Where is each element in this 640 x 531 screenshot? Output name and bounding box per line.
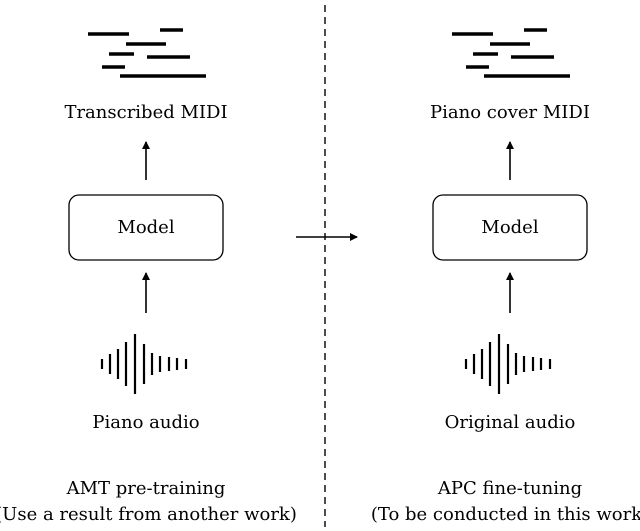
output-label: Piano cover MIDI (430, 102, 590, 123)
model-label: Model (481, 217, 538, 238)
piano-roll-icon (88, 28, 206, 78)
caption-line1: AMT pre-training (66, 478, 226, 499)
model-box (68, 194, 224, 261)
caption-line2: (To be conducted in this work) (371, 504, 640, 525)
model-label: Model (117, 217, 174, 238)
model-box (432, 194, 588, 261)
caption-line1: APC fine-tuning (437, 478, 582, 499)
waveform-icon (100, 334, 188, 394)
caption-line2: (Use a result from another work) (0, 504, 297, 525)
input-label: Original audio (445, 412, 576, 433)
piano-roll-icon (452, 28, 570, 78)
waveform-icon (464, 334, 552, 394)
output-label: Transcribed MIDI (64, 102, 227, 123)
input-label: Piano audio (92, 412, 199, 433)
right-panel: Piano cover MIDI Model Original audio AP… (371, 28, 640, 525)
left-panel: Transcribed MIDI Model Piano audio AMT p… (0, 28, 297, 525)
